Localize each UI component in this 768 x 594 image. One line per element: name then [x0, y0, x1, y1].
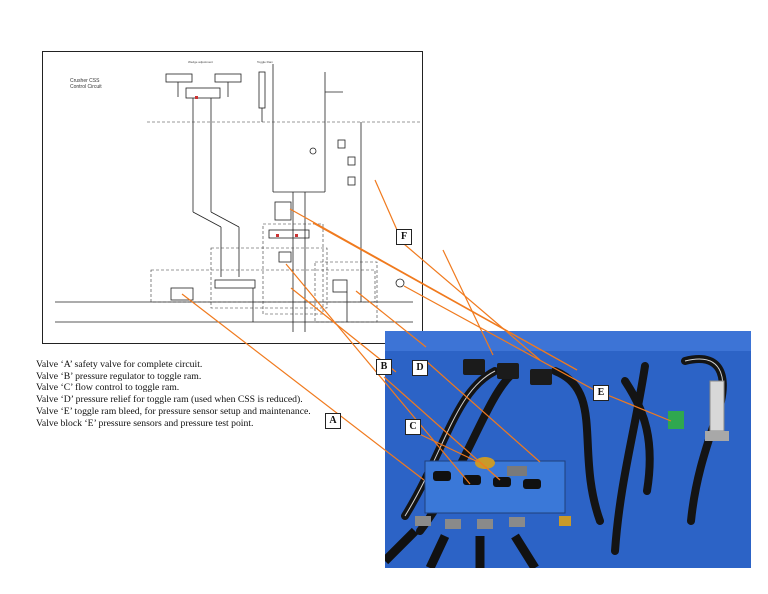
valve-block-photo: [385, 331, 751, 568]
toggle-ram-label: Toggle Ram: [257, 60, 274, 64]
valve-legend: Valve ‘A’ safety valve for complete circ…: [36, 359, 314, 429]
legend-item-c: Valve ‘C’ flow control to toggle ram.: [36, 382, 180, 394]
legend-item-block-e: Valve block ‘E’ pressure sensors and pre…: [36, 417, 254, 429]
callout-d: D: [412, 360, 428, 376]
callout-b: B: [376, 359, 392, 375]
legend-item-e: Valve ‘E’ toggle ram bleed, for pressure…: [36, 405, 311, 417]
legend-item-a: Valve ‘A’ safety valve for complete circ…: [36, 359, 203, 370]
schematic-title-line-1: Crusher CSS: [70, 78, 100, 84]
schematic-title-line-2: Control Circuit: [70, 84, 102, 90]
wedge-adjustment-label: Wedge adjustment: [188, 60, 213, 64]
callout-a: A: [325, 413, 341, 429]
callout-c: C: [405, 419, 421, 435]
legend-item-b: Valve ‘B’ pressure regulator to toggle r…: [36, 370, 202, 382]
hydraulic-schematic: Crusher CSS Control Circuit Wedge adjust…: [42, 51, 423, 344]
photo-drawing: [385, 331, 751, 568]
legend-item-d: Valve ‘D’ pressure relief for toggle ram…: [36, 394, 303, 406]
callout-f: F: [396, 229, 412, 245]
callout-e: E: [593, 385, 609, 401]
schematic-drawing: [55, 64, 421, 332]
